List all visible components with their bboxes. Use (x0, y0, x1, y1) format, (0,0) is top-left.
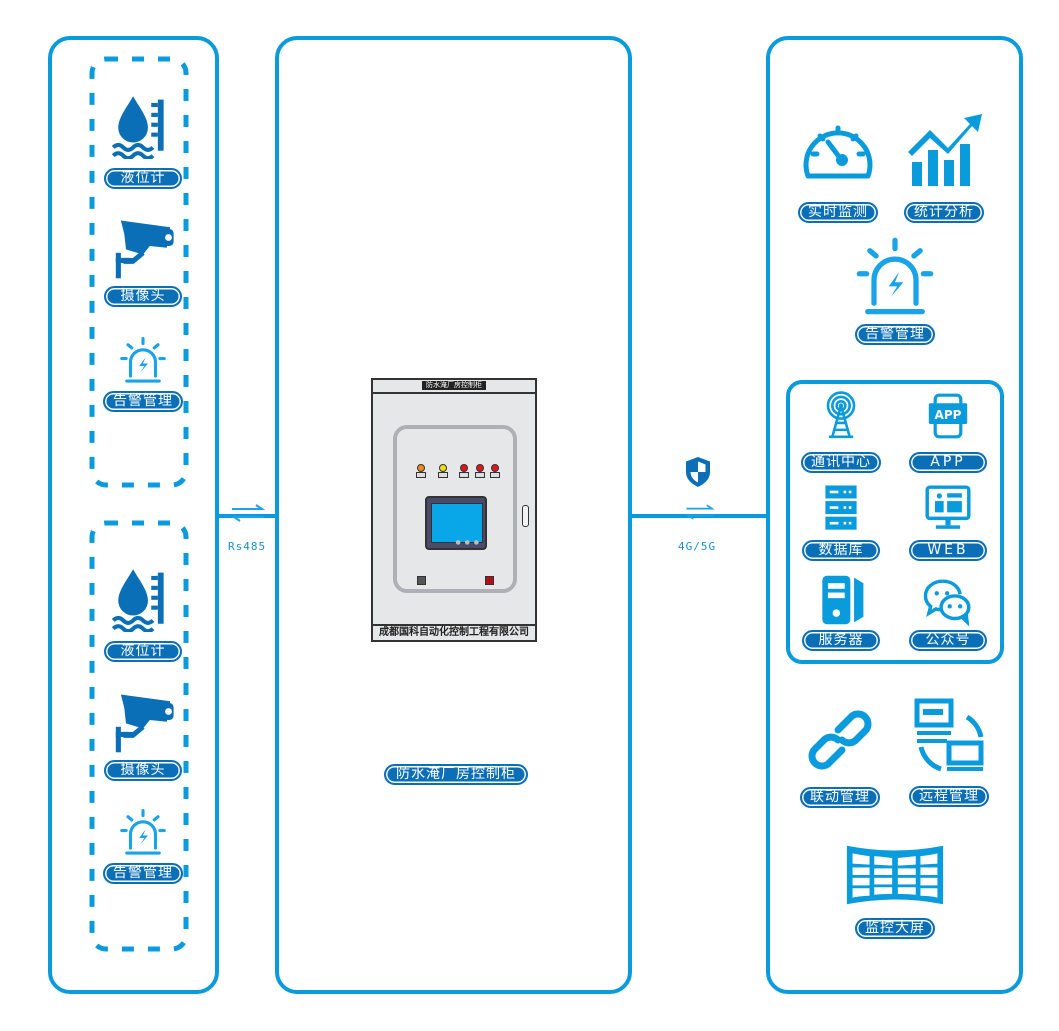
sensor-label: 摄像头 (104, 286, 182, 307)
security-camera-icon (109, 686, 177, 754)
platform-label: 数据库 (802, 540, 880, 561)
alarm-siren-icon (118, 808, 168, 858)
remote-desktop-icon (909, 694, 989, 776)
sensor-label: 液位计 (104, 168, 182, 189)
cabinet-door-handle (522, 505, 529, 527)
cabinet-caption-label: 防水淹厂房控制柜 (384, 764, 528, 785)
water-level-gauge-icon (110, 566, 176, 632)
video-wall-icon (843, 842, 947, 908)
indicator-lamp-orange (417, 464, 425, 472)
alarm-siren-icon (118, 336, 168, 386)
control-cabinet[interactable]: 防水淹厂房控制柜 ● ● ● 成都国科自动化控制工程有限公司 (371, 378, 537, 642)
web-monitor-icon (922, 482, 974, 534)
function-label: 统计分析 (904, 202, 984, 223)
sensor-item-camera[interactable]: 摄像头 (78, 212, 208, 307)
hmi-touchscreen[interactable]: ● ● ● (425, 496, 487, 550)
function-realtime-monitoring[interactable]: 实时监测 (778, 112, 898, 223)
platform-app[interactable]: APP (893, 390, 1003, 473)
platform-label: APP (909, 452, 987, 473)
alarm-siren-icon (853, 236, 937, 320)
sensor-group-2-border (89, 520, 189, 952)
sensor-panel (48, 36, 219, 994)
function-label: 联动管理 (800, 787, 880, 808)
security-shield-icon (683, 455, 713, 489)
function-label: 实时监测 (798, 202, 878, 223)
platform-label: 公众号 (909, 630, 987, 651)
server-tower-icon (813, 572, 869, 628)
function-linkage-management[interactable]: 联动管理 (780, 700, 900, 808)
sensor-item-alarm[interactable]: 告警管理 (78, 808, 208, 884)
sensor-item-water-level[interactable]: 液位计 (78, 93, 208, 189)
indicator-lamp-red (460, 464, 468, 472)
water-level-gauge-icon (110, 93, 176, 159)
indicator-lamp-base (475, 472, 485, 478)
cabinet-caption: 防水淹厂房控制柜 (384, 763, 528, 785)
bidirectional-arrows-icon (683, 503, 717, 521)
hmi-buttons: ● ● ● (455, 539, 480, 546)
cabinet-nameplate-text: 防水淹厂房控制柜 (422, 381, 486, 390)
rs485-label: Rs485 (228, 540, 267, 553)
start-button (417, 576, 426, 585)
stop-button (485, 576, 494, 585)
platform-wechat-account[interactable]: 公众号 (893, 576, 1003, 651)
indicator-lamp-base (416, 472, 426, 478)
platform-server[interactable]: 服务器 (786, 572, 896, 651)
function-label: 告警管理 (855, 324, 935, 345)
manufacturer-name: 成都国科自动化控制工程有限公司 (379, 627, 529, 638)
indicator-lamp-base (459, 472, 469, 478)
chain-link-icon (800, 700, 880, 780)
platform-label: WEB (909, 540, 987, 561)
sensor-label: 告警管理 (103, 863, 183, 884)
cabinet-manufacturer-plate: 成都国科自动化控制工程有限公司 (373, 624, 535, 640)
platform-database[interactable]: 数据库 (786, 482, 896, 561)
function-statistics[interactable]: 统计分析 (884, 110, 1004, 223)
sensor-label: 液位计 (104, 641, 182, 662)
sensor-label: 摄像头 (104, 760, 182, 781)
sensor-label: 告警管理 (103, 391, 183, 412)
4g5g-label: 4G/5G (678, 540, 717, 553)
platform-label: 服务器 (802, 630, 880, 651)
radio-tower-icon (815, 390, 867, 442)
control-cabinet-panel (275, 36, 632, 994)
cabinet-door (393, 425, 517, 593)
function-alarm-management[interactable]: 告警管理 (835, 236, 955, 345)
mobile-app-icon (924, 390, 972, 442)
sensor-item-water-level[interactable]: 液位计 (78, 566, 208, 662)
indicator-lamp-base (438, 472, 448, 478)
function-monitoring-wall[interactable]: 监控大屏 (835, 842, 955, 939)
platform-communication-center[interactable]: 通讯中心 (786, 390, 896, 473)
function-label: 监控大屏 (855, 918, 935, 939)
sensor-group-1-border (89, 56, 189, 488)
platform-web[interactable]: WEB (893, 482, 1003, 561)
indicator-lamp-base (490, 472, 500, 478)
sensor-item-camera[interactable]: 摄像头 (78, 686, 208, 781)
sensor-item-alarm[interactable]: 告警管理 (78, 336, 208, 412)
wechat-chat-icon (922, 576, 974, 628)
function-remote-management[interactable]: 远程管理 (889, 694, 1009, 807)
function-label: 远程管理 (909, 786, 989, 807)
growth-chart-icon (904, 110, 984, 190)
indicator-lamp-yellow (439, 464, 447, 472)
bidirectional-arrows-icon (228, 503, 268, 523)
indicator-lamp-red (491, 464, 499, 472)
security-camera-icon (109, 212, 177, 280)
hmi-screen (431, 503, 483, 543)
cabinet-nameplate: 防水淹厂房控制柜 (373, 380, 535, 394)
indicator-lamp-red (476, 464, 484, 472)
database-server-icon (815, 482, 867, 534)
platform-label: 通讯中心 (801, 452, 881, 473)
speedometer-gauge-icon (798, 112, 878, 192)
